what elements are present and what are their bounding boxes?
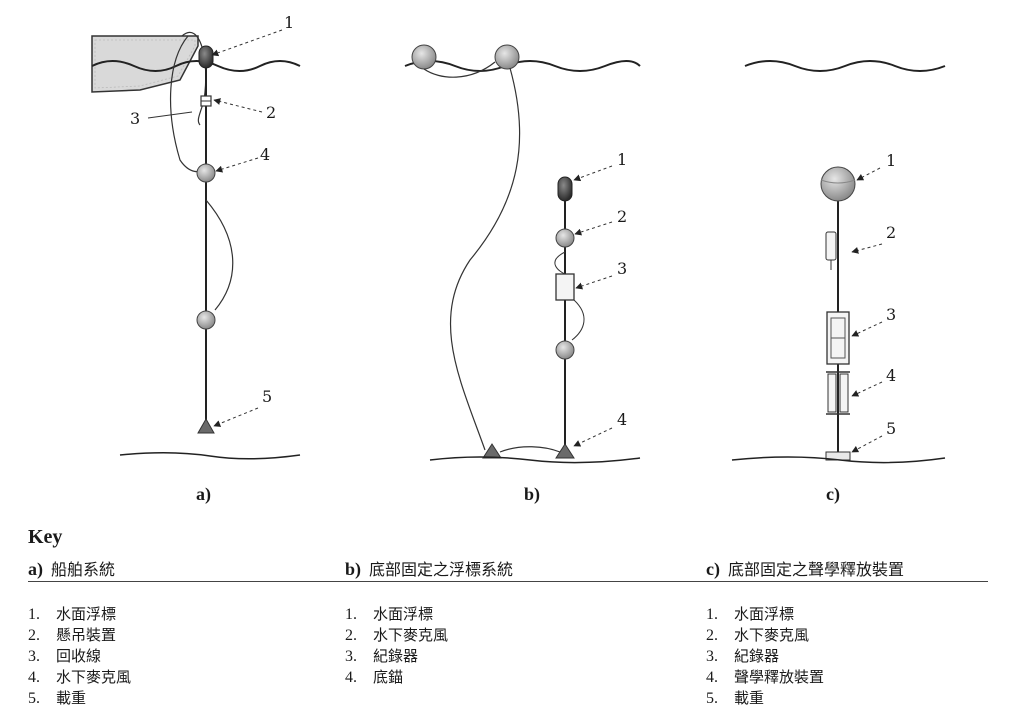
- lower-float-b: [555, 340, 575, 360]
- sea-surface-a: [91, 60, 301, 72]
- callout-a-2: 2: [266, 103, 276, 122]
- surface-float-b-1: [411, 44, 437, 70]
- riser-line-b: [449, 67, 521, 451]
- legend-item: 1.水面浮標: [28, 605, 117, 623]
- seabed-a: [119, 452, 301, 460]
- callout-c-2: 2: [886, 223, 896, 242]
- callout-b-1: 1: [617, 150, 627, 169]
- surface-float-b-2: [494, 44, 520, 70]
- legend-heading-a: a) 船舶系統: [28, 556, 115, 580]
- panel-c-label: c): [826, 484, 840, 505]
- hydrophone-a: [196, 163, 216, 183]
- panel-b-label: b): [524, 484, 540, 505]
- legend-letter-a: a): [28, 559, 43, 579]
- legend-item: 5.載重: [706, 689, 765, 707]
- callout-b-2: 2: [617, 207, 627, 226]
- legend-item: 4.水下麥克風: [28, 668, 132, 686]
- anchor-b-2: [555, 443, 575, 459]
- legend-item: 1.水面浮標: [345, 605, 434, 623]
- legend-letter-c: c): [706, 559, 720, 579]
- hydrophone-b: [555, 228, 575, 248]
- panel-c: 1 2 3 4 5 c): [731, 60, 946, 505]
- legend-item: 1.水面浮標: [706, 605, 795, 623]
- mooring-diagram: 1 2 3 4 5 a) 1 2 3: [91, 13, 946, 505]
- callout-a-3: 3: [130, 109, 140, 128]
- seabed-b: [429, 456, 641, 464]
- sea-surface-c: [744, 60, 946, 72]
- legend-list-c: 1.水面浮標 2.水下麥克風 3.紀錄器 4.聲學釋放裝置 5.載重: [706, 604, 824, 709]
- surface-buoy-a: [198, 45, 214, 69]
- legend-item: 3.回收線: [28, 647, 102, 665]
- key-title: Key: [28, 526, 63, 548]
- surface-buoy-c: [820, 166, 856, 202]
- legend-heading-text-c: 底部固定之聲學釋放裝置: [727, 560, 904, 579]
- panel-a: 1 2 3 4 5 a): [91, 13, 301, 505]
- hydrophone-c: [825, 231, 837, 261]
- legend-item: 3.紀錄器: [345, 647, 419, 665]
- acoustic-release-c: [827, 373, 837, 413]
- legend-letter-b: b): [345, 559, 362, 579]
- seabed-c: [731, 456, 946, 464]
- legend-heading-text-b: 底部固定之浮標系統: [369, 560, 514, 579]
- panel-b: 1 2 3 4 b): [404, 44, 641, 505]
- sea-surface-b: [404, 60, 641, 72]
- callout-c-5: 5: [886, 419, 896, 438]
- callout-a-4: 4: [260, 145, 270, 164]
- callout-a-5: 5: [262, 387, 272, 406]
- callout-a-1: 1: [284, 13, 294, 32]
- legend-item: 2.水下麥克風: [706, 626, 810, 644]
- legend-item: 5.載重: [28, 689, 87, 707]
- lower-float-a: [196, 310, 216, 330]
- legend-heading-text-a: 船舶系統: [51, 560, 116, 579]
- callout-c-4: 4: [886, 366, 896, 385]
- callout-b-3: 3: [617, 259, 627, 278]
- legend-list-a: 1.水面浮標 2.懸吊裝置 3.回收線 4.水下麥克風 5.載重: [28, 604, 131, 709]
- callout-c-3: 3: [886, 305, 896, 324]
- legend: Key a) 船舶系統 b) 底部固定之浮標系統 c) 底部固定之聲學釋放裝置 1.水…: [0, 524, 1011, 728]
- legend-list-b: 1.水面浮標 2.水下麥克風 3.紀錄器 4.底錨: [345, 604, 448, 688]
- legend-divider: [28, 581, 988, 582]
- panel-a-label: a): [196, 484, 211, 505]
- legend-item: 3.紀錄器: [706, 647, 780, 665]
- legend-heading-b: b) 底部固定之浮標系統: [345, 556, 513, 580]
- surface-buoy-b: [557, 176, 573, 202]
- legend-item: 4.底錨: [345, 668, 404, 686]
- callout-c-1: 1: [886, 151, 896, 170]
- legend-heading-c: c) 底部固定之聲學釋放裝置: [706, 556, 904, 580]
- callout-b-4: 4: [617, 410, 627, 429]
- anchor-b-1: [482, 443, 502, 459]
- legend-item: 4.聲學釋放裝置: [706, 668, 825, 686]
- legend-item: 2.懸吊裝置: [28, 626, 117, 644]
- recorder-b: [555, 273, 575, 301]
- legend-item: 2.水下麥克風: [345, 626, 449, 644]
- weight-a: [197, 417, 215, 434]
